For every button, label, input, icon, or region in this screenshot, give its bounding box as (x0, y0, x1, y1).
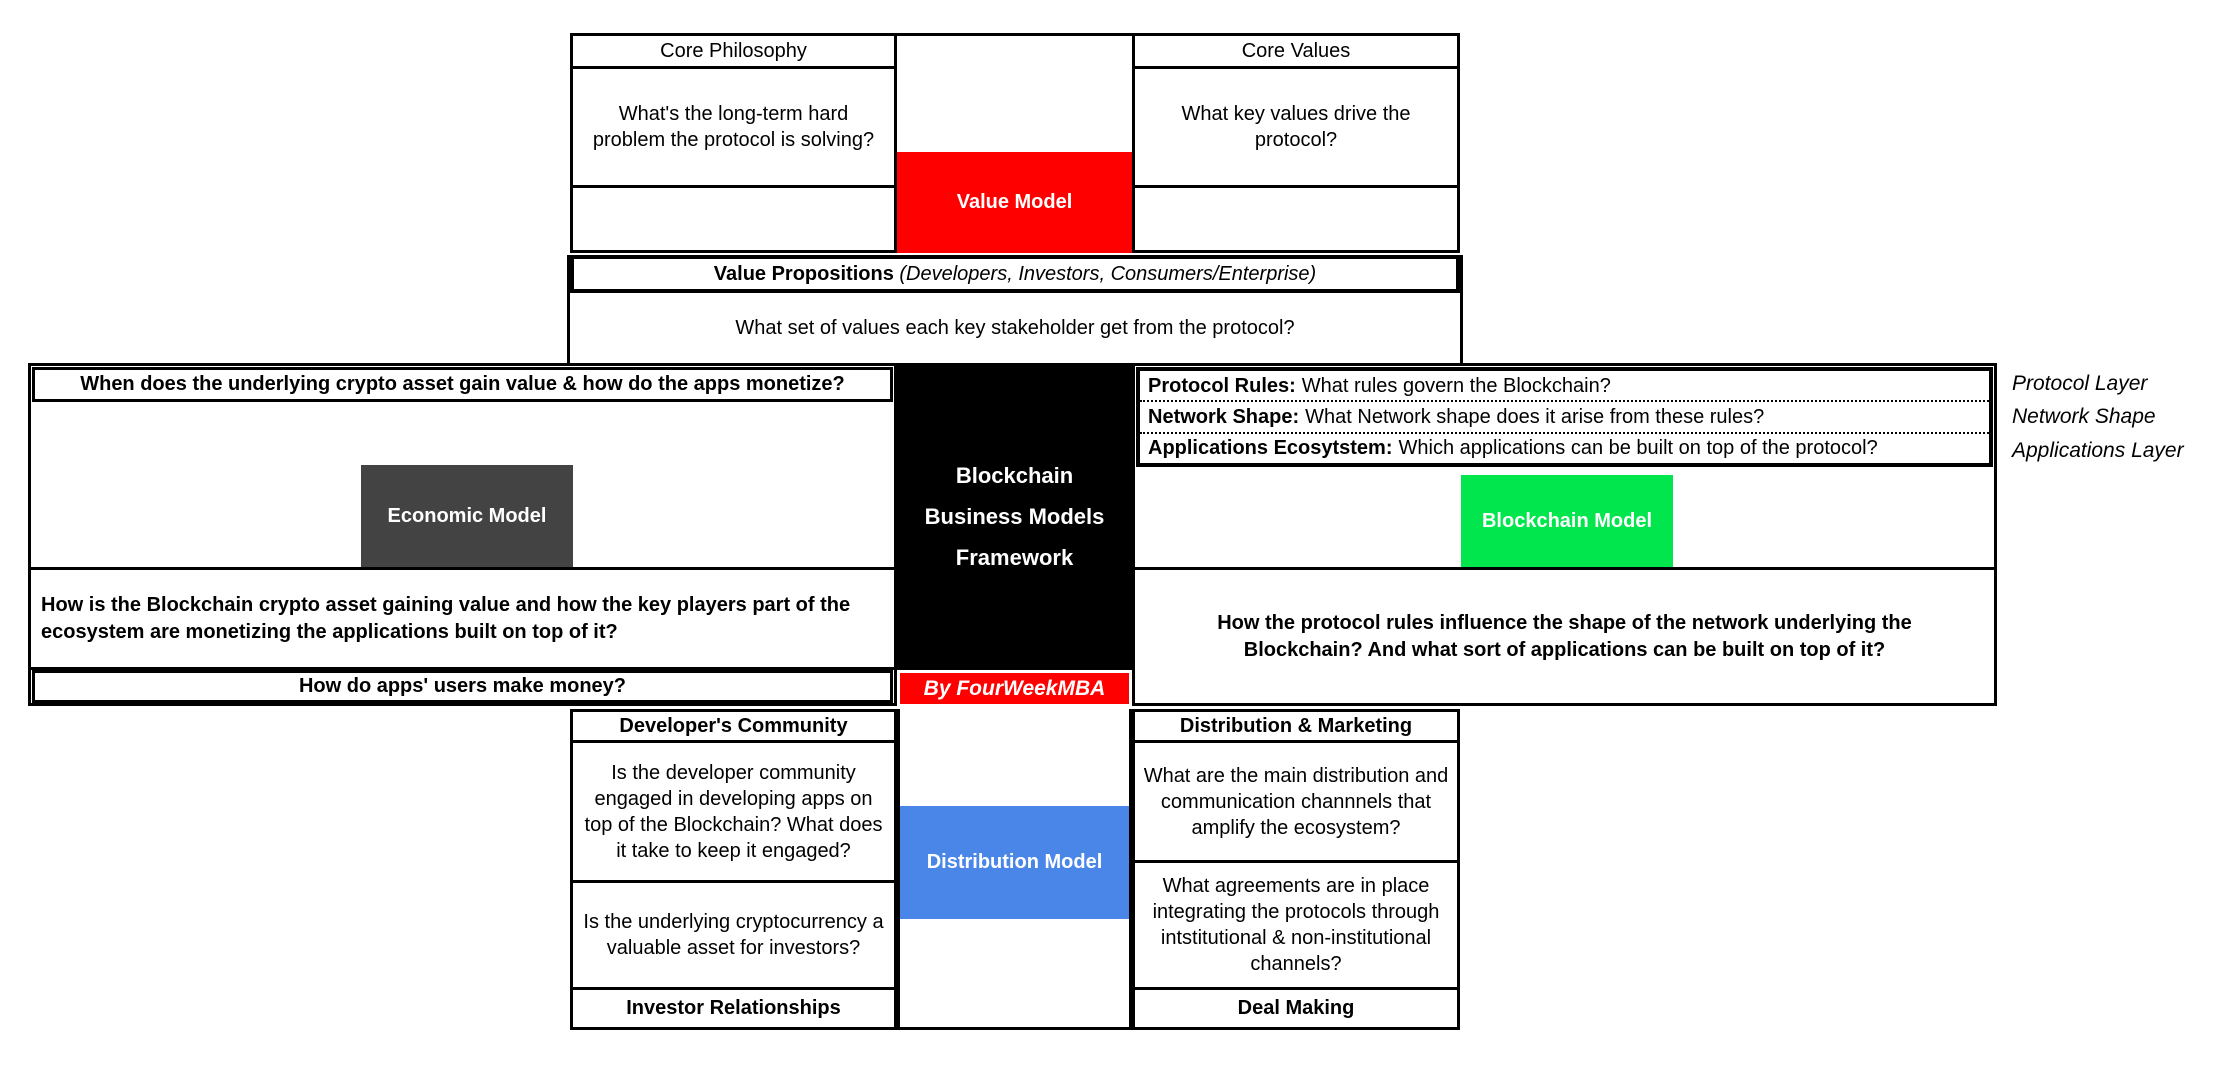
economic-band-header: When does the underlying crypto asset ga… (32, 367, 893, 402)
core-values-box: Core Values What key values drive the pr… (1132, 33, 1460, 253)
framework-title-line-1: Blockchain (955, 463, 1074, 488)
applications-ecosystem-text: Which applications can be built on top o… (1398, 437, 1878, 460)
investor-value-question: Is the underlying cryptocurrency a valua… (573, 883, 894, 990)
network-shape-label: Network Shape: (1148, 405, 1300, 428)
protocol-rules-box: Protocol Rules: What rules govern the Bl… (1136, 367, 1993, 467)
protocol-rules-text: What rules govern the Blockchain? (1301, 374, 1611, 397)
economic-model-box: Economic Model (361, 465, 573, 567)
blockchain-model-band: Protocol Rules: What rules govern the Bl… (1132, 363, 1997, 706)
investor-relationships-footer: Investor Relationships (626, 997, 841, 1019)
core-values-question: What key values drive the protocol? (1135, 69, 1457, 188)
economic-model-band: When does the underlying crypto asset ga… (28, 363, 897, 706)
core-philosophy-empty-cell (573, 188, 894, 250)
applications-ecosystem-row: Applications Ecosytstem: Which applicati… (1140, 431, 1989, 463)
applications-ecosystem-label: Applications Ecosytstem: (1148, 437, 1393, 460)
economic-band-footer: How do apps' users make money? (32, 670, 893, 703)
value-propositions-audience: (Developers, Investors, Consumers/Enterp… (899, 262, 1317, 285)
network-shape-row: Network Shape: What Network shape does i… (1140, 400, 1989, 431)
blockchain-band-question-cell: How the protocol rules influence the sha… (1135, 567, 1994, 703)
economic-band-question: How is the Blockchain crypto asset gaini… (31, 567, 894, 670)
distribution-channels-question: What are the main distribution and commu… (1135, 743, 1457, 863)
network-shape-text: What Network shape does it arise from th… (1305, 405, 1765, 428)
value-propositions-bar: Value Propositions (Developers, Investor… (570, 255, 1460, 293)
framework-title-box: Blockchain Business Models Framework (897, 363, 1132, 670)
agreements-question: What agreements are in place integrating… (1135, 863, 1457, 990)
blockchain-band-question: How the protocol rules influence the sha… (1217, 611, 1912, 661)
developers-community-header: Developer's Community (573, 712, 894, 743)
protocol-rules-row: Protocol Rules: What rules govern the Bl… (1140, 371, 1989, 400)
core-philosophy-question: What's the long-term hard problem the pr… (573, 69, 894, 188)
core-values-empty-cell (1135, 188, 1457, 250)
network-shape-label-side: Network Shape (2012, 405, 2156, 428)
value-propositions-section: Value Propositions (Developers, Investor… (567, 255, 1463, 363)
distribution-marketing-header: Distribution & Marketing (1135, 712, 1457, 743)
byline-strip: By FourWeekMBA (900, 673, 1129, 704)
distribution-model-column: Distribution Model (897, 709, 1132, 1030)
protocol-rules-label: Protocol Rules: (1148, 374, 1296, 397)
distribution-marketing-box: Distribution & Marketing What are the ma… (1132, 709, 1460, 1030)
developers-community-box: Developer's Community Is the developer c… (570, 709, 897, 1030)
protocol-layer-label: Protocol Layer (2012, 372, 2148, 395)
core-philosophy-box: Core Philosophy What's the long-term har… (570, 33, 897, 253)
value-propositions-question: What set of values each key stakeholder … (735, 317, 1295, 339)
framework-title-line-2: Business Models (924, 504, 1105, 529)
developers-community-question: Is the developer community engaged in de… (573, 743, 894, 883)
deal-making-footer: Deal Making (1237, 997, 1355, 1019)
value-model-box: Value Model (897, 152, 1132, 253)
core-values-header: Core Values (1135, 36, 1457, 69)
value-model-column: Value Model (897, 33, 1132, 253)
core-philosophy-header: Core Philosophy (573, 36, 894, 69)
applications-layer-label: Applications Layer (2012, 439, 2184, 462)
blockchain-model-box: Blockchain Model (1461, 475, 1673, 567)
distribution-model-box: Distribution Model (900, 806, 1129, 919)
framework-title-line-3: Framework (955, 545, 1074, 570)
value-propositions-label: Value Propositions (713, 262, 894, 285)
